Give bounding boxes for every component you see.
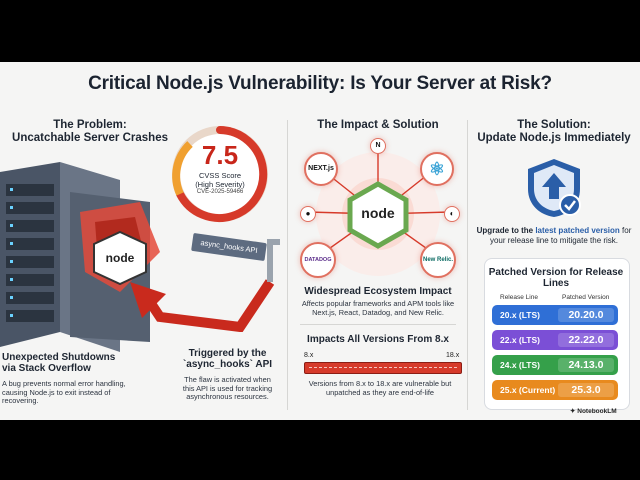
solution-header: The Solution: Update Node.js Immediately	[477, 119, 631, 144]
upgrade-bold: latest patched version	[535, 226, 620, 235]
next-logo-icon: NEXT.js	[304, 152, 338, 186]
cvss-severity: (High Severity)	[195, 180, 245, 189]
impact-header: The Impact & Solution	[317, 119, 439, 131]
trigger-text: The flaw is activated when this API is u…	[182, 375, 273, 402]
release-line: 22.x (LTS)	[500, 335, 540, 345]
patched-version: 22.22.0	[558, 333, 614, 347]
release-line: 24.x (LTS)	[500, 360, 540, 370]
upgrade-text: Upgrade to the latest patched version fo…	[476, 226, 632, 246]
fastify-logo-icon: ◐	[444, 206, 460, 222]
ecosystem-text: Affects popular frameworks and APM tools…	[301, 299, 455, 317]
n-logo-icon: N	[370, 138, 386, 154]
cvss-label: CVSS Score	[198, 171, 242, 180]
patched-table-title: Patched Version for Release Lines	[488, 267, 624, 289]
upgrade-pre: Upgrade to the	[476, 226, 536, 235]
page-title: Critical Node.js Vulnerability: Is Your …	[88, 73, 552, 94]
problem-header: The Problem: Uncatchable Server Crashes	[12, 119, 168, 144]
branding-label: ✦ NotebookLM	[570, 407, 617, 415]
cve-id: CVE-2025-59466	[196, 189, 244, 195]
vulnerable-range-bar	[304, 362, 462, 374]
column-divider-left	[287, 120, 288, 410]
middle-separator	[300, 324, 456, 325]
github-logo-icon: ●	[300, 206, 316, 222]
release-line: 25.x (Current)	[500, 385, 556, 395]
release-row: 22.x (LTS) 22.22.0	[492, 330, 618, 350]
branding-icon: ✦	[570, 408, 578, 415]
trigger-heading: Triggered by the `async_hooks` API	[182, 348, 273, 370]
trigger-arrow-icon	[130, 239, 280, 332]
range-end-label: 18.x	[446, 352, 460, 359]
column-header-release: Release Line	[500, 294, 538, 301]
versions-heading: Impacts All Versions From 8.x	[307, 334, 449, 345]
shutdown-text: A bug prevents normal error handling, ca…	[2, 379, 126, 406]
release-row: 20.x (LTS) 20.20.0	[492, 305, 618, 325]
react-logo-icon: ⚛	[420, 152, 454, 186]
update-shield-icon	[528, 159, 581, 217]
infographic-slide: Critical Node.js Vulnerability: Is Your …	[0, 62, 640, 420]
branding-text: NotebookLM	[577, 408, 617, 415]
ecosystem-heading: Widespread Ecosystem Impact	[304, 286, 452, 297]
cvss-score: 7.5	[201, 140, 239, 170]
new-relic-logo-icon: New Relic.	[420, 242, 456, 278]
shutdown-heading: Unexpected Shutdowns via Stack Overflow	[2, 352, 116, 374]
ecosystem-diagram	[307, 142, 451, 276]
patched-version: 25.3.0	[558, 383, 614, 397]
datadog-logo-icon: DATADOG	[300, 242, 336, 278]
cvss-gauge	[172, 126, 268, 222]
column-header-patched: Patched Version	[562, 294, 610, 301]
upgrade-post: for your release line to mitigate the ri…	[489, 226, 632, 245]
column-divider-right	[467, 120, 468, 410]
release-line: 20.x (LTS)	[500, 310, 540, 320]
svg-text:node: node	[106, 251, 135, 265]
range-start-label: 8.x	[304, 352, 314, 359]
patched-version: 24.13.0	[558, 358, 614, 372]
release-row: 25.x (Current) 25.3.0	[492, 380, 618, 400]
patched-version: 20.20.0	[558, 308, 614, 322]
range-text: Versions from 8.x to 18.x are vulnerable…	[308, 379, 452, 397]
release-row: 24.x (LTS) 24.13.0	[492, 355, 618, 375]
node-logo: node	[361, 205, 395, 221]
node-cube-icon: node	[93, 230, 147, 286]
